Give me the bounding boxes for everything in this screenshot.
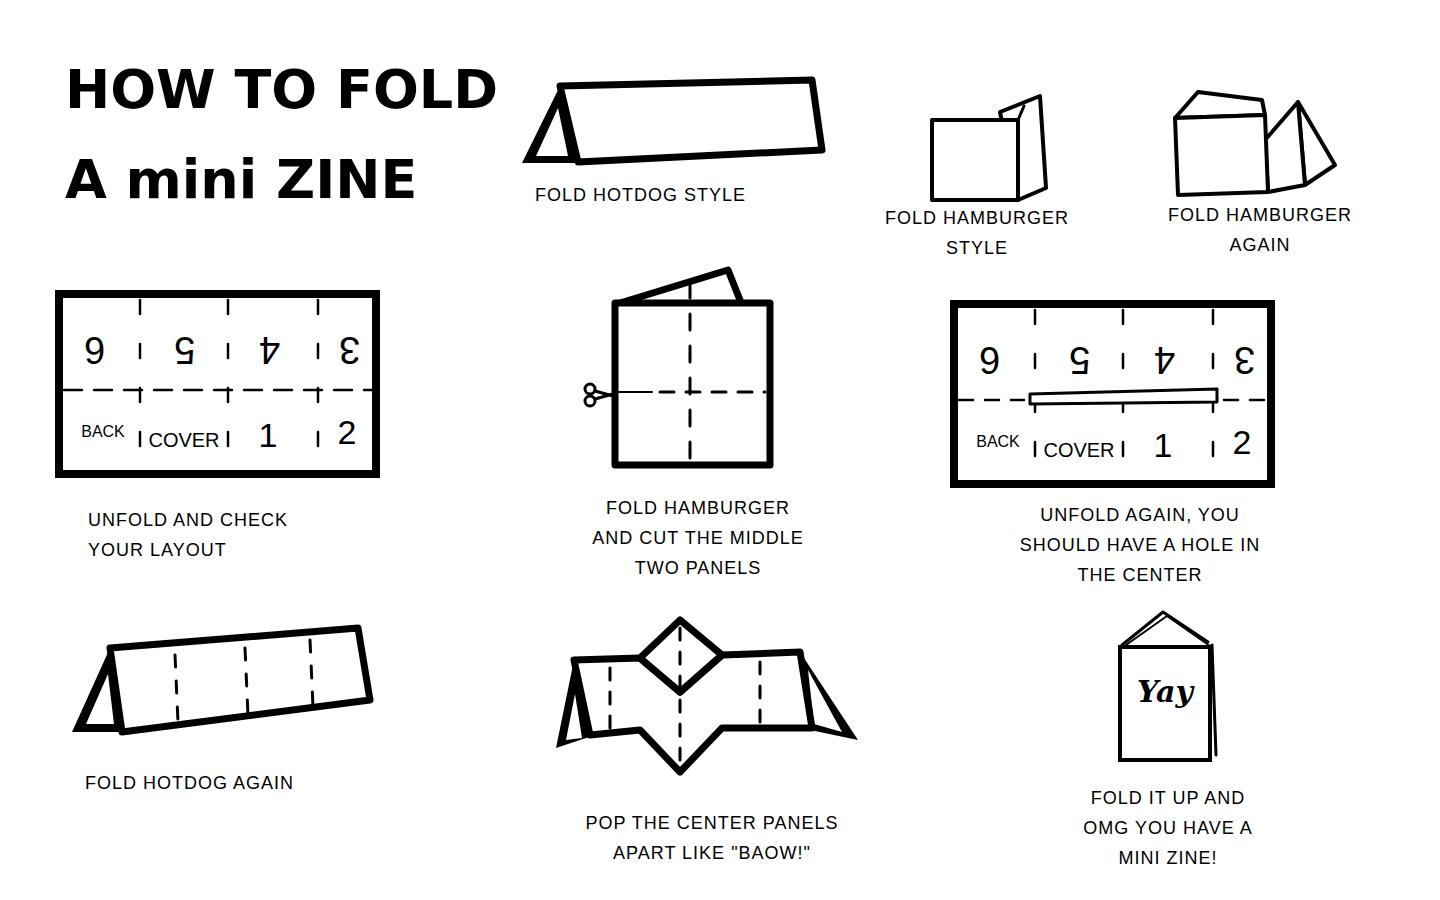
zine-sheet: 6 5 4 3BACK COVER 1 2 [55, 290, 380, 478]
panel-label: 1 [259, 418, 278, 452]
panel-label: COVER [148, 430, 219, 450]
panel-label: 2 [338, 415, 357, 449]
page-number-upside-down: 6 [979, 341, 1000, 379]
title-text: HOW TO FOLD A mini ZINE [65, 45, 525, 225]
step-caption: FOLD HAMBURGER AND CUT THE MIDDLE TWO PA… [586, 493, 811, 583]
page-number-upside-down: 5 [174, 331, 195, 369]
panel-label: 2 [1233, 425, 1252, 459]
page-number-upside-down: 3 [1234, 341, 1255, 379]
step-caption: UNFOLD AND CHECK YOUR LAYOUT [88, 505, 318, 565]
page-number-upside-down: 4 [1154, 341, 1175, 379]
panel-label: BACK [81, 424, 125, 440]
page-number-upside-down: 5 [1069, 341, 1090, 379]
step-caption: FOLD HOTDOG STYLE [535, 180, 795, 210]
step-caption: FOLD IT UP AND OMG YOU HAVE A MINI ZINE! [1078, 783, 1258, 873]
panel-label: BACK [976, 434, 1020, 450]
step-caption: FOLD HAMBURGER STYLE [867, 203, 1087, 263]
page-number-upside-down: 3 [339, 331, 360, 369]
step-caption: FOLD HOTDOG AGAIN [85, 768, 345, 798]
mini-zine: Yay [1118, 645, 1212, 762]
page-number-upside-down: 6 [84, 331, 105, 369]
page-number-upside-down: 4 [259, 331, 280, 369]
step-caption: POP THE CENTER PANELS APART LIKE "BAOW!" [567, 808, 857, 868]
step-caption: UNFOLD AGAIN, YOU SHOULD HAVE A HOLE IN … [1005, 500, 1275, 590]
panel-label: 1 [1154, 428, 1173, 462]
cover-text: Yay [1122, 675, 1208, 708]
zine-sheet: 6 5 4 3BACK COVER 1 2 [950, 300, 1275, 488]
panel-label: COVER [1043, 440, 1114, 460]
step-caption: FOLD HAMBURGER AGAIN [1150, 200, 1370, 260]
